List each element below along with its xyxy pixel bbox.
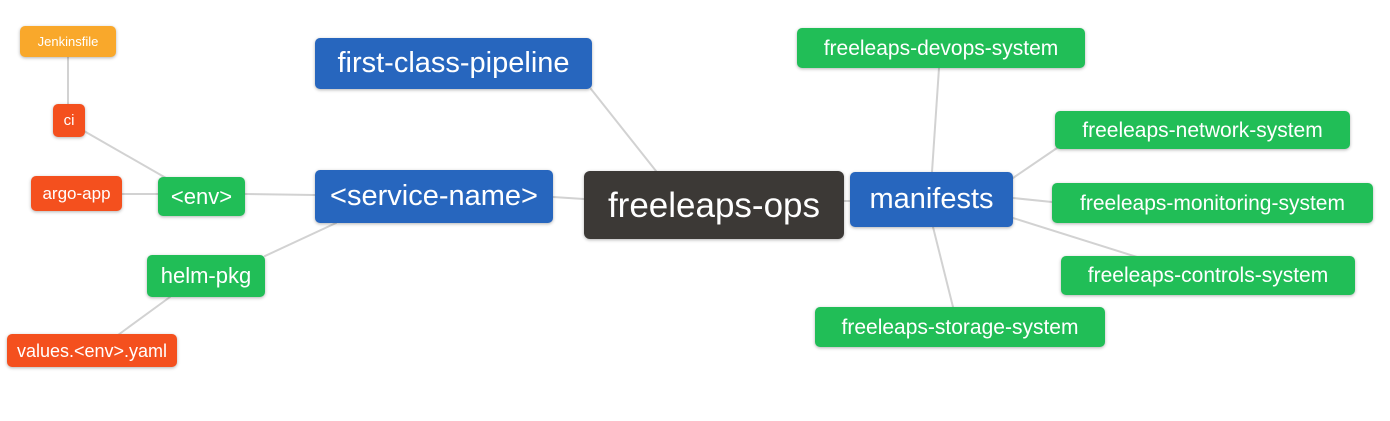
edge-helm-pkg-values xyxy=(117,296,171,336)
edge-service-name-helm-pkg xyxy=(264,222,337,257)
node-helm-pkg[interactable]: helm-pkg xyxy=(147,255,265,297)
node-service-name[interactable]: <service-name> xyxy=(315,170,553,223)
node-argo-app[interactable]: argo-app xyxy=(31,176,122,211)
edge-manifests-storage-system xyxy=(932,226,954,308)
node-first-class-pipeline[interactable]: first-class-pipeline xyxy=(315,38,592,89)
edge-manifests-monitoring-system xyxy=(1012,197,1053,203)
node-ci[interactable]: ci xyxy=(53,104,85,137)
edge-env-service-name xyxy=(244,193,316,196)
edge-manifests-controls-system xyxy=(1012,217,1138,258)
node-freeleaps-storage-system[interactable]: freeleaps-storage-system xyxy=(815,307,1105,347)
edge-ci-env xyxy=(83,130,167,179)
node-freeleaps-monitoring-system[interactable]: freeleaps-monitoring-system xyxy=(1052,183,1373,223)
node-values-env-yaml[interactable]: values.<env>.yaml xyxy=(7,334,177,367)
node-env[interactable]: <env> xyxy=(158,177,245,216)
node-freeleaps-controls-system[interactable]: freeleaps-controls-system xyxy=(1061,256,1355,295)
node-manifests[interactable]: manifests xyxy=(850,172,1013,227)
node-freeleaps-devops-system[interactable]: freeleaps-devops-system xyxy=(797,28,1085,68)
node-jenkinsfile[interactable]: Jenkinsfile xyxy=(20,26,116,57)
node-freeleaps-ops-root[interactable]: freeleaps-ops xyxy=(584,171,844,239)
edge-manifests-network-system xyxy=(1012,147,1058,179)
edge-service-name-freeleaps-ops xyxy=(552,196,585,200)
edge-manifests-devops-system xyxy=(931,67,940,173)
node-freeleaps-network-system[interactable]: freeleaps-network-system xyxy=(1055,111,1350,149)
edge-pipeline-freeleaps-ops xyxy=(590,88,657,172)
